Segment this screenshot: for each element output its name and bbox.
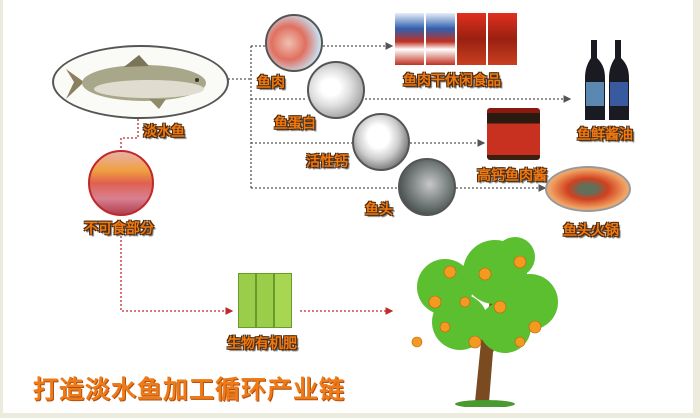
fish-paste-jar-image	[487, 108, 540, 160]
calcium-image	[352, 113, 410, 171]
product-label-fish-paste: 高钙鱼肉酱	[477, 168, 547, 184]
inedible-parts-image	[88, 150, 154, 216]
diagram-title: 打造淡水鱼加工循环产业链	[33, 375, 346, 404]
product-label-fish-snack: 鱼肉干休闲食品	[403, 73, 501, 89]
inedible-line	[120, 119, 139, 150]
fish-protein-image	[307, 61, 365, 119]
branch-label-fish-head: 鱼头	[365, 202, 393, 218]
fertilizer-label: 生物有机肥	[227, 336, 297, 352]
inedible-label: 不可食部分	[84, 221, 154, 237]
product-label-soy-sauce: 鱼鲜酱油	[577, 127, 633, 143]
fish-trunk-line	[228, 46, 252, 188]
fish-head-image	[398, 158, 456, 216]
orange-tree-image	[411, 237, 558, 407]
fertilizer-bags-image	[238, 273, 292, 328]
fish-image	[52, 45, 229, 119]
fish-head-hotpot-image	[545, 166, 631, 212]
product-label-hotpot: 鱼头火锅	[563, 223, 619, 239]
branch-label-fish-protein: 鱼蛋白	[274, 116, 316, 132]
fish-snack-packages-image	[395, 13, 517, 65]
fish-meat-image	[265, 14, 323, 72]
source-label: 淡水鱼	[143, 124, 185, 140]
fertilizer-line	[120, 236, 234, 315]
branch-label-calcium: 活性钙	[306, 154, 348, 170]
soy-sauce-bottles-image	[585, 40, 633, 120]
branch-label-fish-meat: 鱼肉	[257, 75, 285, 91]
